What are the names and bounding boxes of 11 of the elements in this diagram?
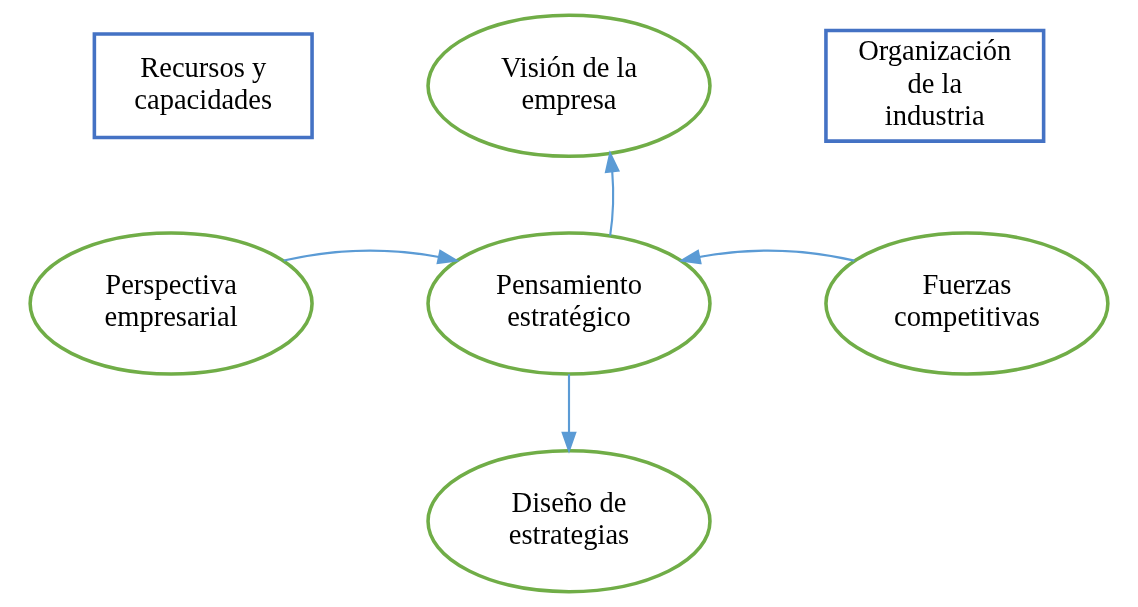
node-box: Recursos y capacidades (92, 32, 314, 140)
node-ellipse: Pensamiento estratégico (426, 231, 712, 376)
node-box: Organización de la industria (824, 28, 1046, 143)
node-ellipse: Diseño de estrategias (426, 448, 712, 594)
arrow (604, 150, 621, 236)
arrow (283, 249, 460, 265)
arrow (561, 374, 577, 454)
node-ellipse: Visión de la empresa (426, 13, 712, 159)
node-ellipse: Perspectiva empresarial (28, 231, 314, 376)
node-ellipse: Fuerzas competitivas (824, 231, 1110, 376)
arrow (678, 249, 855, 265)
